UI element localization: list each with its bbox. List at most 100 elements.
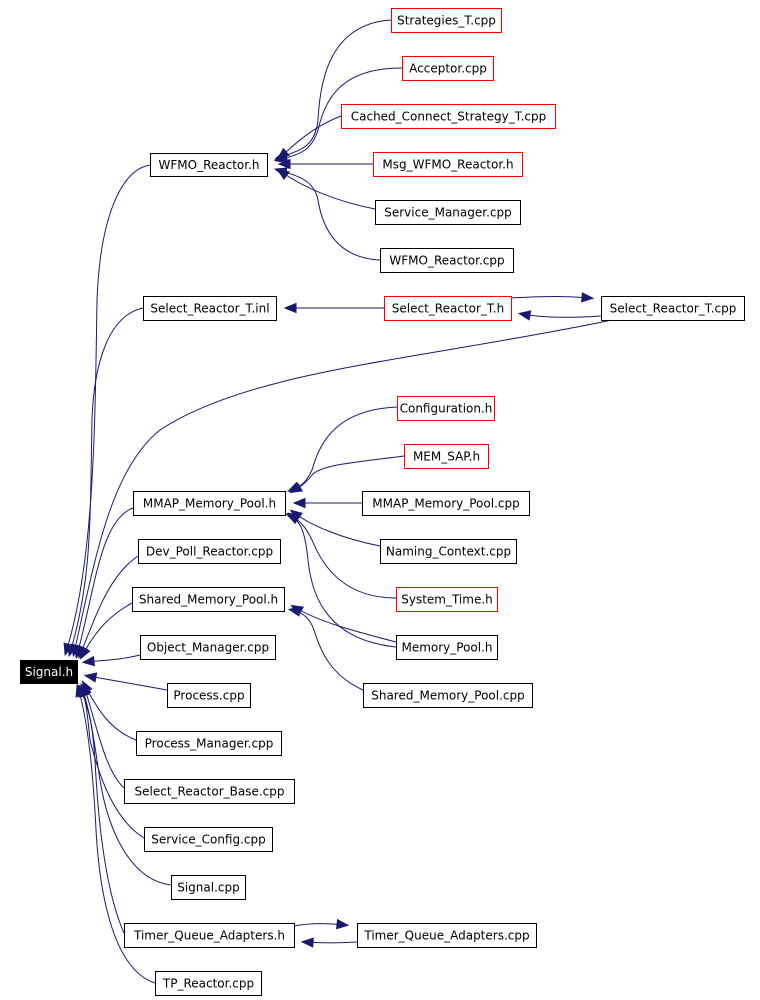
node-process-cpp[interactable]: Process.cpp xyxy=(167,683,251,708)
edge-object-manager-cpp-to-signal-h xyxy=(81,654,141,667)
edge-line xyxy=(291,609,364,691)
node-label: Shared_Memory_Pool.cpp xyxy=(371,689,525,703)
edge-timer-queue-adapters-cpp-to-timer-queue-adapters-h xyxy=(300,937,358,948)
node-mem-sap-h[interactable]: MEM_SAP.h xyxy=(404,444,489,469)
arrowhead-icon xyxy=(581,292,595,303)
node-mmap-memory-pool-h[interactable]: MMAP_Memory_Pool.h xyxy=(133,491,286,516)
edge-line xyxy=(292,455,405,492)
node-timer-queue-adapters-cpp[interactable]: Timer_Queue_Adapters.cpp xyxy=(357,923,537,948)
node-tp-reactor-cpp[interactable]: TP_Reactor.cpp xyxy=(155,971,262,996)
edge-line xyxy=(277,19,392,159)
node-label: Cached_Connect_Strategy_T.cpp xyxy=(351,110,547,124)
node-label: Dev_Poll_Reactor.cpp xyxy=(146,545,273,559)
node-label: Select_Reactor_T.inl xyxy=(150,302,269,316)
edge-line xyxy=(65,164,151,653)
node-box xyxy=(155,971,262,996)
node-box xyxy=(402,56,494,81)
node-box xyxy=(357,923,537,948)
edge-line xyxy=(290,514,397,599)
node-box xyxy=(362,491,530,516)
edge-line xyxy=(79,555,139,656)
arrowhead-icon xyxy=(285,513,299,524)
edge-line xyxy=(521,313,602,318)
node-box xyxy=(397,396,495,421)
node-signal-cpp[interactable]: Signal.cpp xyxy=(171,875,246,900)
edge-line xyxy=(73,319,613,654)
node-shared-memory-pool-cpp[interactable]: Shared_Memory_Pool.cpp xyxy=(363,683,533,708)
node-signal-h[interactable]: Signal.h xyxy=(20,660,78,684)
node-label: MMAP_Memory_Pool.h xyxy=(143,497,276,511)
edge-wfmo-reactor-cpp-to-wfmo-reactor-h xyxy=(273,167,381,261)
node-acceptor-cpp[interactable]: Acceptor.cpp xyxy=(402,56,494,81)
edge-line xyxy=(77,687,156,984)
node-box xyxy=(167,683,251,708)
node-dev-poll-reactor-cpp[interactable]: Dev_Poll_Reactor.cpp xyxy=(138,539,281,564)
node-wfmo-reactor-h[interactable]: WFMO_Reactor.h xyxy=(150,153,268,177)
node-box xyxy=(143,296,277,321)
node-box xyxy=(150,153,268,177)
edge-line xyxy=(87,675,168,691)
node-label: Acceptor.cpp xyxy=(409,62,487,76)
node-select-reactor-base-cpp[interactable]: Select_Reactor_Base.cpp xyxy=(124,779,295,804)
node-label: Configuration.h xyxy=(400,402,493,416)
node-box xyxy=(384,296,512,321)
arrowhead-icon xyxy=(277,158,291,170)
edge-line xyxy=(290,406,398,491)
edge-line xyxy=(83,685,125,789)
edge-system-time-h-to-mmap-memory-pool-h xyxy=(287,512,397,599)
edge-select-reactor-t-h-to-select-reactor-t-cpp xyxy=(510,292,595,303)
node-msg-wfmo-reactor-h[interactable]: Msg_WFMO_Reactor.h xyxy=(373,152,523,177)
node-label: MEM_SAP.h xyxy=(413,450,480,464)
node-select-reactor-t-cpp[interactable]: Select_Reactor_T.cpp xyxy=(601,296,745,321)
edge-strategies-t-cpp-to-wfmo-reactor-h xyxy=(273,19,392,161)
edge-mmap-memory-pool-cpp-to-mmap-memory-pool-h xyxy=(292,497,362,509)
edge-line xyxy=(69,307,144,654)
node-label: WFMO_Reactor.h xyxy=(159,158,260,172)
node-timer-queue-adapters-h[interactable]: Timer_Queue_Adapters.h xyxy=(124,923,295,948)
node-label: WFMO_Reactor.cpp xyxy=(389,254,504,268)
node-cached-connect-strategy-t-cpp[interactable]: Cached_Connect_Strategy_T.cpp xyxy=(341,104,556,129)
node-label: Timer_Queue_Adapters.h xyxy=(133,929,285,943)
node-box xyxy=(136,731,282,756)
node-box xyxy=(132,587,285,612)
node-shared-memory-pool-h[interactable]: Shared_Memory_Pool.h xyxy=(132,587,285,612)
edge-wfmo-reactor-h-to-signal-h xyxy=(63,164,151,657)
arrowhead-icon xyxy=(283,302,297,314)
node-service-config-cpp[interactable]: Service_Config.cpp xyxy=(144,827,273,852)
node-configuration-h[interactable]: Configuration.h xyxy=(397,396,495,421)
node-memory-pool-h[interactable]: Memory_Pool.h xyxy=(396,635,498,660)
edge-line xyxy=(81,602,133,657)
node-wfmo-reactor-cpp[interactable]: WFMO_Reactor.cpp xyxy=(380,248,514,273)
node-label: Memory_Pool.h xyxy=(401,641,492,655)
node-process-manager-cpp[interactable]: Process_Manager.cpp xyxy=(136,731,282,756)
edge-line xyxy=(277,169,381,261)
edge-select-reactor-t-cpp-to-select-reactor-t-h xyxy=(517,310,602,321)
node-box xyxy=(124,923,295,948)
edge-service-manager-cpp-to-wfmo-reactor-h xyxy=(276,168,376,210)
node-mmap-memory-pool-cpp[interactable]: MMAP_Memory_Pool.cpp xyxy=(362,491,530,516)
node-object-manager-cpp[interactable]: Object_Manager.cpp xyxy=(140,635,276,660)
edge-service-config-cpp-to-signal-h xyxy=(79,682,145,839)
arrowhead-icon xyxy=(276,147,290,160)
node-system-time-h[interactable]: System_Time.h xyxy=(396,587,498,612)
node-box xyxy=(341,104,556,129)
node-select-reactor-t-inl[interactable]: Select_Reactor_T.inl xyxy=(143,296,277,321)
edge-memory-pool-h-to-shared-memory-pool-h xyxy=(290,604,397,643)
node-select-reactor-t-h[interactable]: Select_Reactor_T.h xyxy=(384,296,512,321)
node-box xyxy=(373,152,523,177)
edge-tp-reactor-cpp-to-signal-h xyxy=(75,683,156,984)
arrowhead-icon xyxy=(75,683,86,698)
node-label: Service_Manager.cpp xyxy=(384,206,512,220)
node-box xyxy=(171,875,246,900)
node-label: Shared_Memory_Pool.h xyxy=(139,593,278,607)
node-label: Process_Manager.cpp xyxy=(145,737,274,751)
edge-mmap-memory-pool-h-to-signal-h xyxy=(74,507,134,660)
edge-line xyxy=(76,507,134,656)
node-box xyxy=(375,200,521,225)
node-naming-context-cpp[interactable]: Naming_Context.cpp xyxy=(380,539,517,564)
node-strategies-t-cpp[interactable]: Strategies_T.cpp xyxy=(391,8,502,33)
node-service-manager-cpp[interactable]: Service_Manager.cpp xyxy=(375,200,521,225)
node-label: Select_Reactor_Base.cpp xyxy=(135,785,285,799)
edge-line xyxy=(279,170,376,210)
